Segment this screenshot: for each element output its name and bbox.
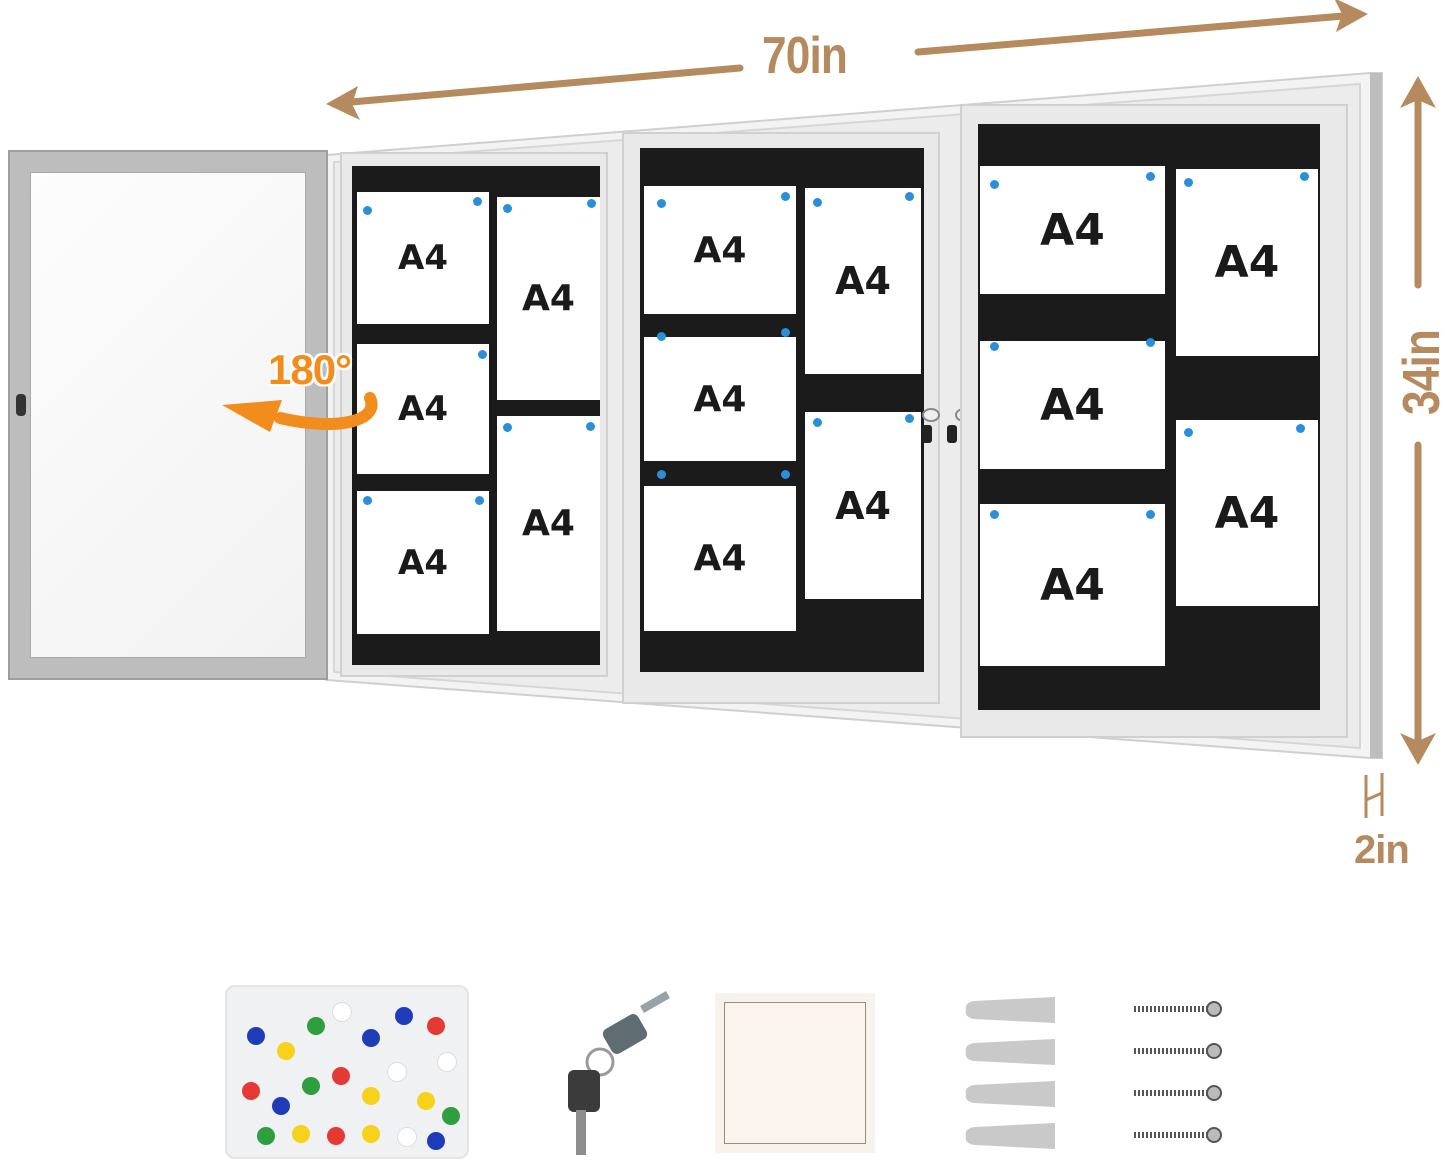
pushpin-icon [247, 1027, 265, 1045]
depth-label: 2in [1354, 828, 1410, 872]
arrow-left-head [326, 86, 360, 120]
a4-paper: A4 [357, 491, 489, 634]
arrow-up-head [1400, 76, 1436, 108]
pushpin-icon [257, 1127, 275, 1145]
pushpin-icon [362, 1125, 380, 1143]
screws-icon [1134, 1001, 1222, 1143]
open-glass-door [8, 150, 328, 680]
pin-icon [503, 423, 512, 432]
pin-icon [363, 206, 372, 215]
cabinet-section-left: A4 A4 A4 A4 A4 [340, 152, 608, 677]
pin-icon [781, 192, 790, 201]
pushpin-icon [395, 1007, 413, 1025]
a4-paper: A4 [1176, 169, 1318, 356]
push-pins-box [225, 985, 469, 1159]
pin-icon [990, 342, 999, 351]
pushpin-icon [427, 1132, 445, 1150]
paper-sheet [715, 993, 875, 1153]
cabinet-section-right: A4 A4 A4 A4 A4 [960, 104, 1348, 738]
pushpin-icon [272, 1097, 290, 1115]
pushpin-icon [387, 1062, 407, 1082]
pin-icon [473, 197, 482, 206]
pin-icon [813, 418, 822, 427]
a4-paper: A4 [644, 486, 796, 631]
rotation-label: 180° [268, 346, 352, 393]
a4-paper: A4 [1176, 420, 1318, 606]
pin-icon [475, 496, 484, 505]
arrow-down-head [1400, 733, 1436, 765]
pin-icon [905, 192, 914, 201]
a4-paper: A4 [980, 504, 1165, 666]
pushpin-icon [437, 1052, 457, 1072]
pushpin-icon [307, 1017, 325, 1035]
pin-icon [657, 332, 666, 341]
pin-icon [1146, 172, 1155, 181]
pin-icon [990, 180, 999, 189]
width-label: 70in [762, 27, 848, 85]
paper-sheet-inner [724, 1002, 866, 1144]
pin-icon [587, 199, 596, 208]
pushpin-icon [327, 1127, 345, 1145]
pin-icon [1296, 424, 1305, 433]
pushpin-icon [417, 1092, 435, 1110]
a4-paper: A4 [980, 341, 1165, 469]
pushpin-icon [332, 1002, 352, 1022]
a4-paper: A4 [980, 166, 1165, 294]
key-icon [922, 425, 932, 443]
pin-icon [363, 496, 372, 505]
pushpin-icon [362, 1087, 380, 1105]
pushpin-icon [277, 1042, 295, 1060]
pushpin-icon [362, 1029, 380, 1047]
a4-paper: A4 [805, 188, 921, 374]
door-lock-icon [16, 394, 26, 416]
lock-cylinder-icon [922, 408, 940, 422]
key-icon [947, 425, 957, 443]
pin-icon [1184, 178, 1193, 187]
wall-anchors-icon [965, 997, 1055, 1149]
a4-paper: A4 [497, 416, 600, 631]
a4-paper: A4 [644, 186, 796, 314]
pushpin-icon [397, 1127, 417, 1147]
pin-icon [503, 204, 512, 213]
arrow-right-head [1335, 0, 1368, 32]
pushpin-icon [242, 1082, 260, 1100]
pin-icon [1300, 172, 1309, 181]
pin-icon [657, 470, 666, 479]
a4-paper: A4 [357, 344, 489, 474]
pin-icon [1184, 428, 1193, 437]
pin-icon [781, 470, 790, 479]
pin-icon [586, 422, 595, 431]
a4-paper: A4 [497, 197, 600, 400]
pushpin-icon [442, 1107, 460, 1125]
rotation-arrow-icon [222, 392, 378, 432]
pushpin-icon [332, 1067, 350, 1085]
pushpin-icon [292, 1125, 310, 1143]
pin-icon [1146, 338, 1155, 347]
keys-icon [568, 991, 670, 1155]
pin-icon [478, 350, 487, 359]
pushpin-icon [427, 1017, 445, 1035]
pin-icon [905, 414, 914, 423]
pushpin-icon [302, 1077, 320, 1095]
pin-icon [657, 199, 666, 208]
a4-paper: A4 [644, 337, 796, 461]
pin-icon [813, 198, 822, 207]
pin-icon [990, 510, 999, 519]
cabinet-section-middle: A4 A4 A4 A4 A4 [622, 132, 940, 704]
pin-icon [781, 328, 790, 337]
pin-icon [1146, 510, 1155, 519]
a4-paper: A4 [357, 192, 489, 324]
a4-paper: A4 [805, 412, 921, 599]
